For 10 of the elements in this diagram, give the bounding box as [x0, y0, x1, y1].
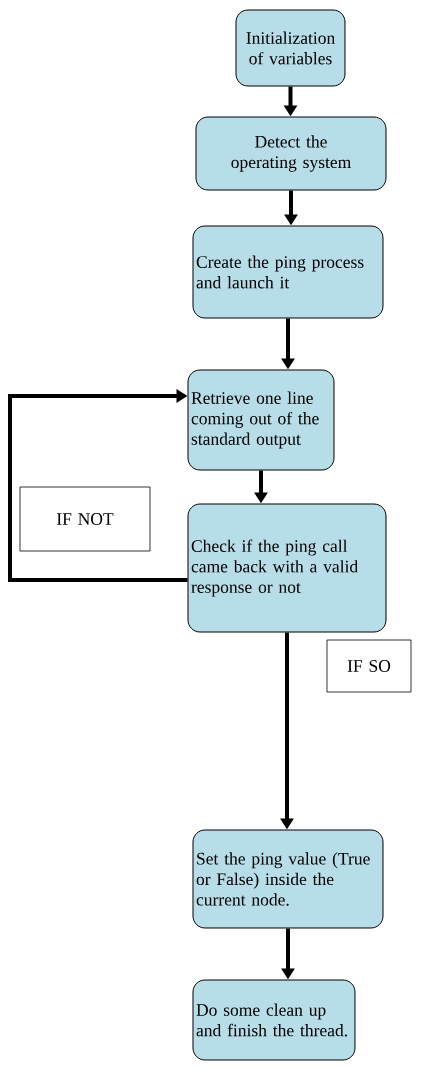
condition-box: IF SO: [326, 639, 412, 693]
process-box: Do some clean up and finish the thread.: [192, 979, 356, 1061]
arrow: [8, 389, 188, 582]
process-box: Initialization of variables: [235, 9, 346, 87]
process-box: Check if the ping call came back with a valid response or not: [187, 503, 387, 633]
process-box: Retrieve one line coming out of the standard output: [187, 369, 335, 471]
process-box: Set the ping value (True or False) inside the current node.: [192, 829, 384, 929]
process-box: Create the ping process and launch it: [192, 225, 384, 319]
process-box: Detect the operating system: [195, 116, 387, 191]
condition-box: IF NOT: [19, 486, 151, 552]
